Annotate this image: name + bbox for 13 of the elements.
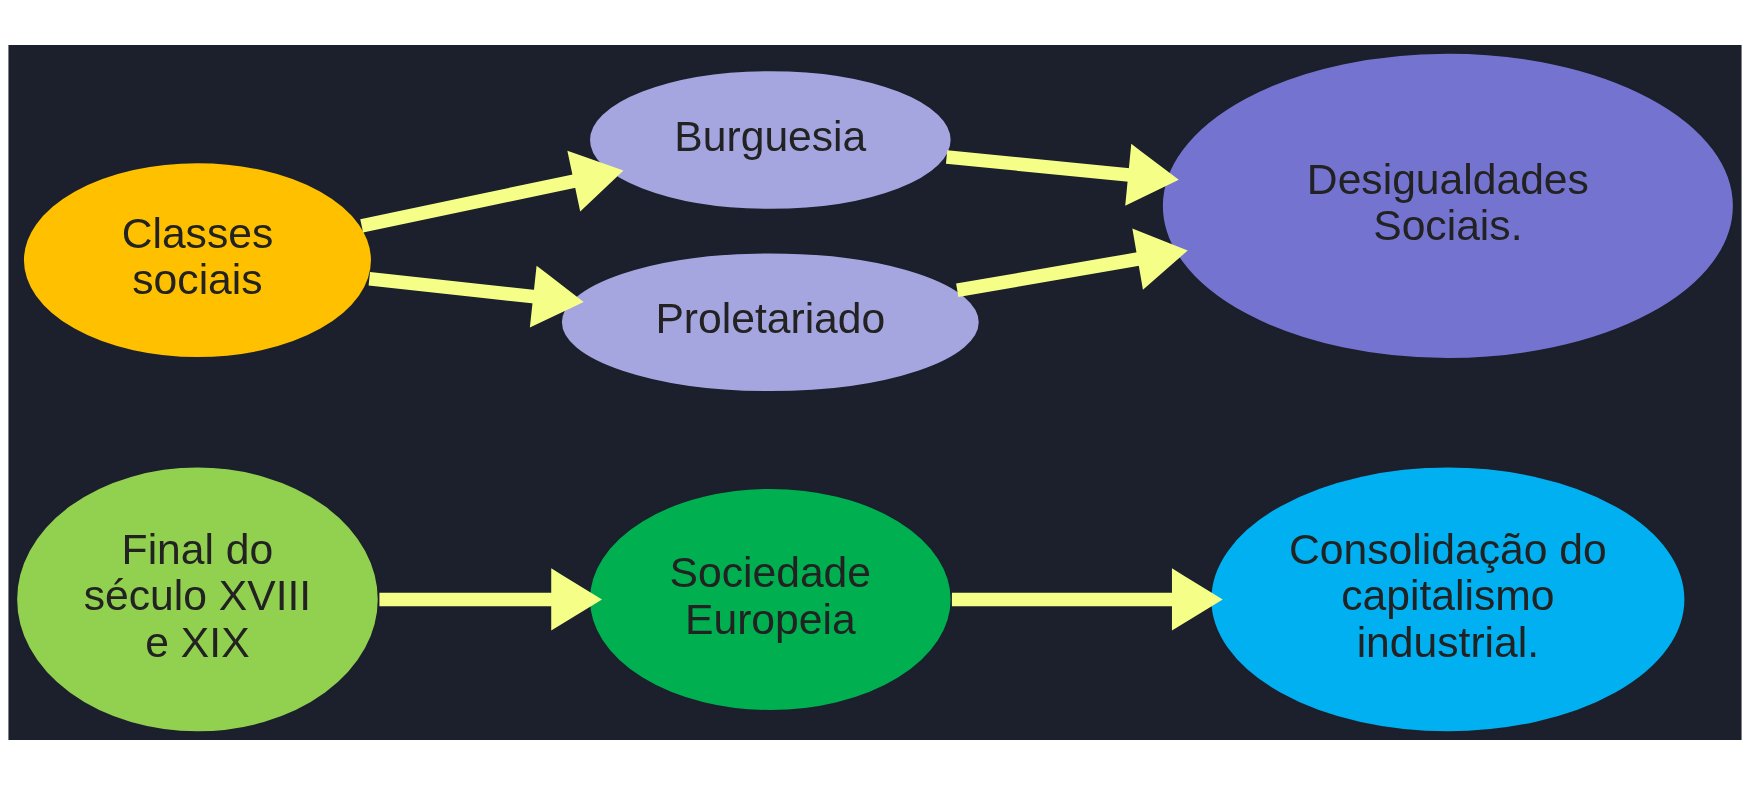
arrow (379, 568, 603, 631)
arrow (360, 150, 624, 233)
arrow (951, 568, 1223, 631)
arrow (945, 143, 1179, 206)
node-ellipse: Final do século XVIII e XIX (15, 465, 380, 734)
arrow (956, 228, 1188, 297)
node-ellipse: Consolidação do capitalismo industrial. (1209, 465, 1687, 734)
arrow (368, 265, 584, 328)
node-ellipse: Sociedade Europeia (588, 487, 953, 712)
node-ellipse: Desigualdades Sociais. (1160, 51, 1735, 361)
node-ellipse: Classes sociais (22, 161, 373, 360)
node-ellipse: Proletariado (559, 251, 981, 393)
node-ellipse: Burguesia (588, 69, 953, 211)
